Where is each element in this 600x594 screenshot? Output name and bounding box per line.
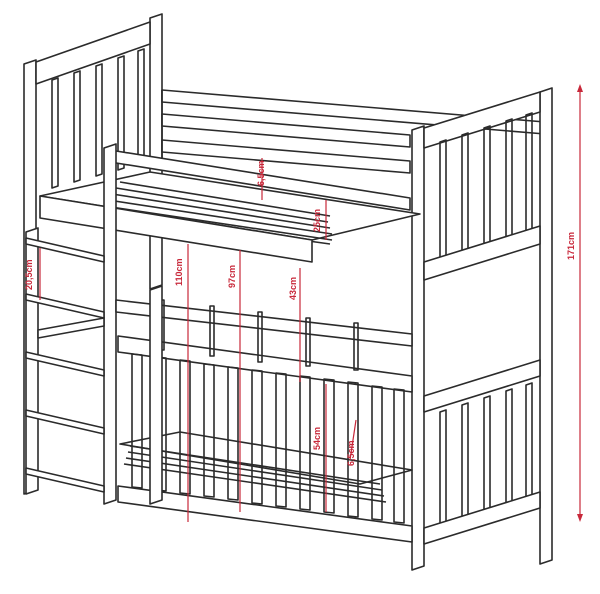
lower-bed — [37, 285, 413, 543]
label-25: 25cm — [312, 208, 322, 232]
lower-mattress-lines — [123, 445, 387, 503]
label-97: 97cm — [227, 264, 237, 288]
dim-6-5-bottom — [349, 419, 357, 461]
label-171: 171cm — [566, 231, 576, 260]
label-6-5-bottom: 6,5cm — [346, 440, 356, 466]
dim-171 — [577, 84, 583, 522]
label-43: 43cm — [288, 276, 298, 300]
label-6-5-top: 6,5cm — [256, 160, 266, 186]
label-54: 54cm — [312, 426, 322, 450]
label-110: 110cm — [174, 258, 184, 286]
ladder — [25, 227, 105, 495]
label-20-5: 20,5cm — [24, 259, 34, 290]
upper-bed — [39, 143, 421, 505]
right-footboard — [411, 87, 553, 571]
